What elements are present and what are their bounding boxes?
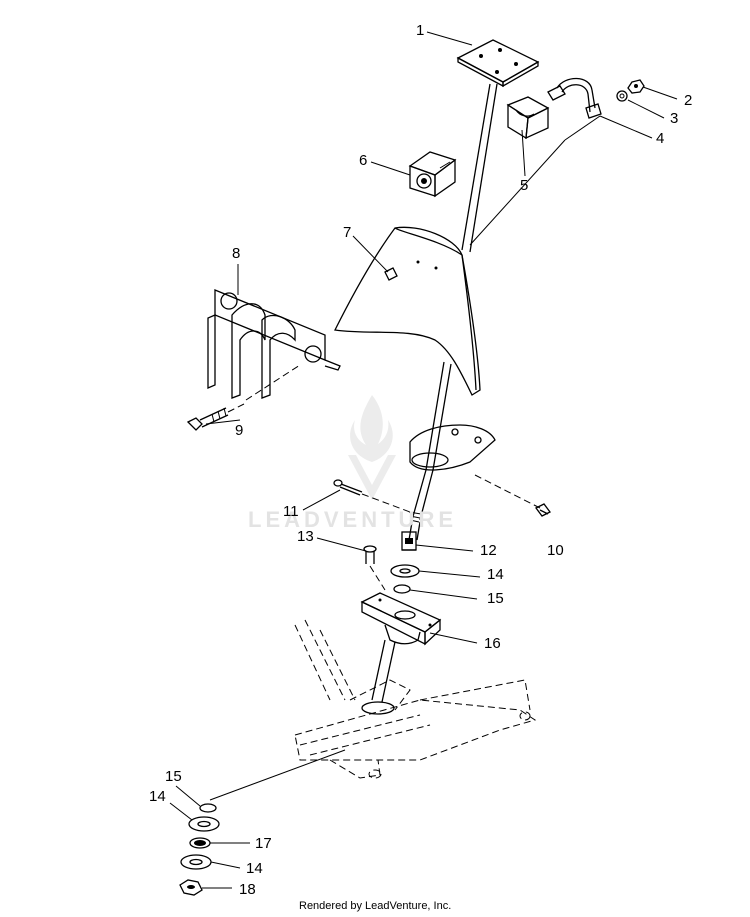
callout-1: 1 <box>416 22 425 39</box>
column-bracket <box>409 424 541 509</box>
callout-8: 8 <box>232 245 241 262</box>
callout-13: 13 <box>297 528 314 545</box>
bracket-8 <box>207 289 341 401</box>
callout-9: 9 <box>235 422 244 439</box>
callout-12: 12 <box>480 542 497 559</box>
watermark-text: LEADVENTURE <box>248 507 458 532</box>
callout-15-upper: 15 <box>487 590 504 607</box>
chassis-frame <box>294 619 537 779</box>
pin-13 <box>363 545 386 591</box>
steering-block-16 <box>360 592 442 703</box>
callout-10: 10 <box>547 542 564 559</box>
callout-14-lower-b: 14 <box>246 860 263 877</box>
rubber-block-5 <box>506 96 550 140</box>
leader-lines <box>169 31 678 889</box>
callout-15-lower: 15 <box>165 768 182 785</box>
callout-4: 4 <box>656 130 665 147</box>
callout-6: 6 <box>359 152 368 169</box>
universal-joint-12 <box>401 531 417 551</box>
cotter-pin-11 <box>333 479 411 513</box>
grommet-6 <box>408 151 457 198</box>
callout-11: 11 <box>283 503 299 520</box>
u-clamp-hardware <box>547 77 645 119</box>
callout-14-lower-a: 14 <box>149 788 166 805</box>
callout-2: 2 <box>684 92 693 109</box>
upper-washers <box>390 564 420 594</box>
bolt-9 <box>186 403 245 431</box>
footer-credit: Rendered by LeadVenture, Inc. <box>299 900 452 912</box>
callout-16: 16 <box>484 635 501 652</box>
callout-5: 5 <box>520 177 529 194</box>
callout-14-upper: 14 <box>487 566 504 583</box>
callout-3: 3 <box>670 110 679 127</box>
watermark-logo <box>348 395 396 500</box>
steering-column <box>408 39 540 541</box>
callout-18: 18 <box>239 881 256 898</box>
callout-17: 17 <box>255 835 272 852</box>
screw-10 <box>535 503 551 517</box>
dash-shroud <box>334 226 481 396</box>
callout-7: 7 <box>343 224 352 241</box>
